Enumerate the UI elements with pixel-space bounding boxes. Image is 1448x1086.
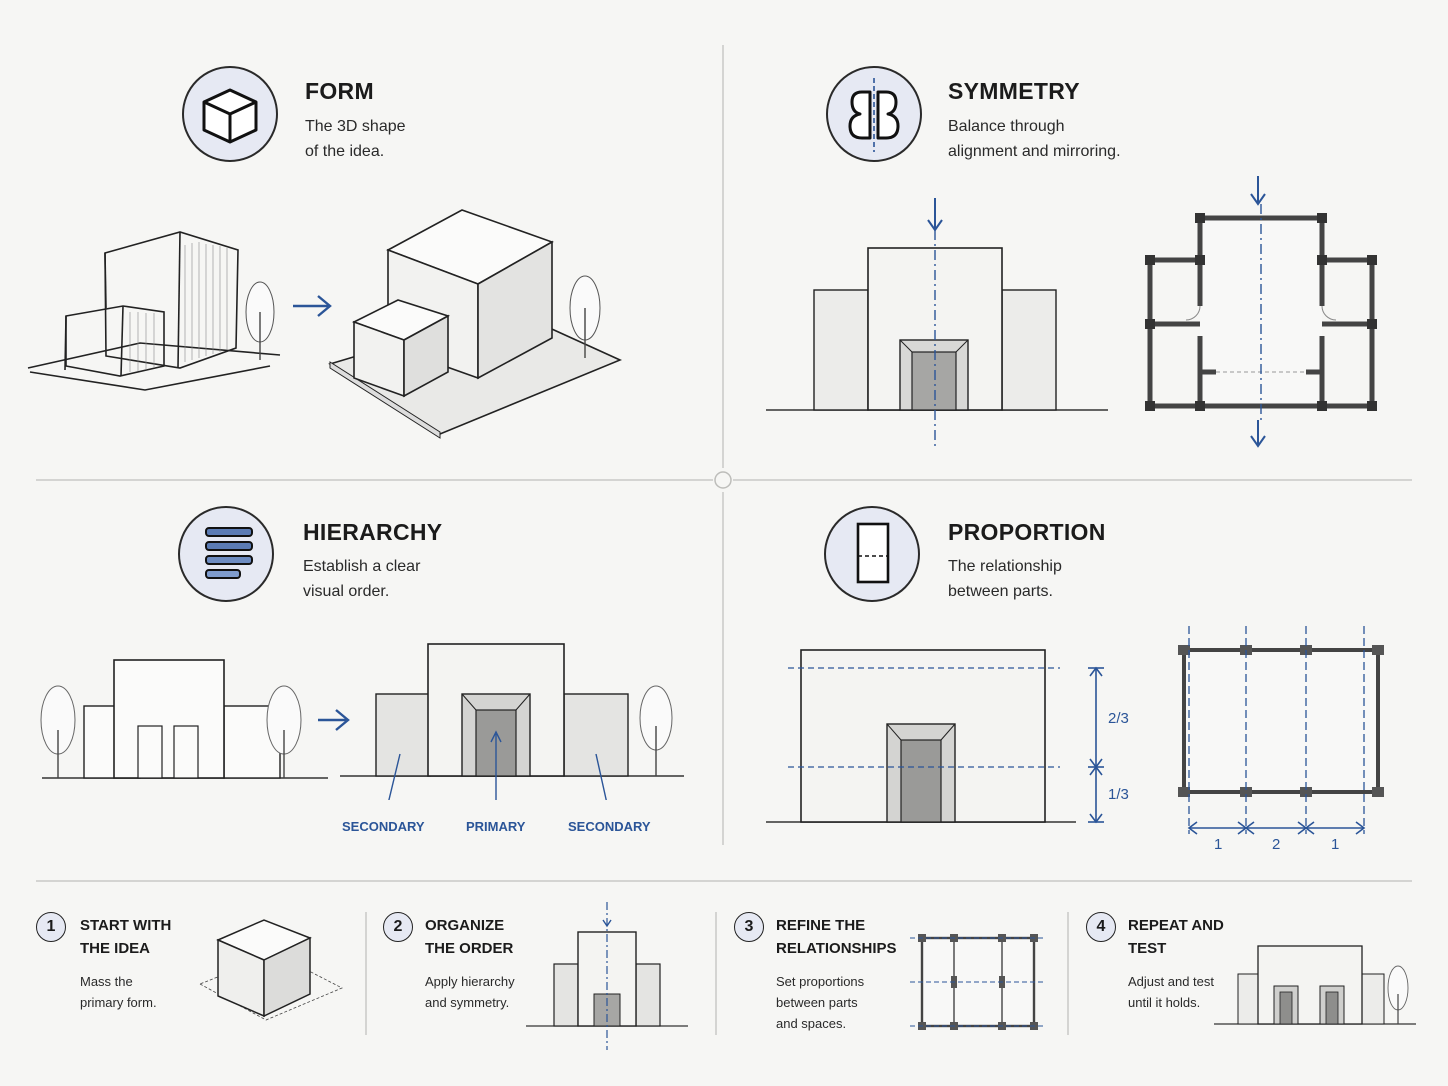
step-4-elevation-drawing (1214, 945, 1416, 1025)
mirrored-b-icon (826, 66, 922, 162)
ratio-lower-label: 1/3 (1108, 786, 1129, 803)
form-subtitle: The 3D shape of the idea. (305, 118, 406, 160)
proportion-panel: PROPORTION The relationship between part… (724, 480, 1448, 880)
hierarchy-drawing (40, 643, 684, 800)
step-3-number: 3 (734, 912, 764, 942)
span-right-label: 1 (1331, 836, 1340, 853)
split-rectangle-icon (824, 506, 920, 602)
step-1-cube-drawing (199, 919, 343, 1021)
proportion-plan-drawing (1178, 626, 1384, 835)
symmetry-subtitle: Balance through alignment and mirroring. (948, 118, 1121, 160)
secondary-left-label: SECONDARY (342, 819, 425, 834)
secondary-right-label: SECONDARY (568, 819, 651, 834)
step-4-number: 4 (1086, 912, 1116, 942)
form-title: FORM (305, 78, 374, 104)
symmetry-panel: SYMMETRY Balance through alignment and m… (724, 0, 1448, 478)
proportion-subtitle: The relationship between parts. (948, 558, 1062, 600)
step-1-number: 1 (36, 912, 66, 942)
step-2-elevation-drawing (526, 902, 688, 1050)
span-middle-label: 2 (1272, 836, 1281, 853)
form-sketch-drawing (27, 209, 623, 439)
symmetry-plan-drawing (1145, 176, 1377, 448)
symmetry-elevation-drawing (766, 198, 1108, 446)
step-2-number: 2 (383, 912, 413, 942)
hierarchy-title: HIERARCHY (303, 519, 443, 545)
stacked-bars-icon (178, 506, 274, 602)
symmetry-title: SYMMETRY (948, 78, 1080, 104)
proportion-title: PROPORTION (948, 519, 1106, 545)
proportion-elevation-drawing (766, 649, 1104, 824)
cube-icon (182, 66, 278, 162)
hierarchy-panel: HIERARCHY Establish a clear visual order… (0, 480, 720, 880)
span-left-label: 1 (1214, 836, 1223, 853)
ratio-upper-label: 2/3 (1108, 710, 1129, 727)
hierarchy-subtitle: Establish a clear visual order. (303, 558, 421, 600)
primary-label: PRIMARY (466, 819, 526, 834)
form-panel: FORM The 3D shape of the idea. (0, 0, 720, 478)
step-3-plan-drawing (910, 934, 1046, 1030)
